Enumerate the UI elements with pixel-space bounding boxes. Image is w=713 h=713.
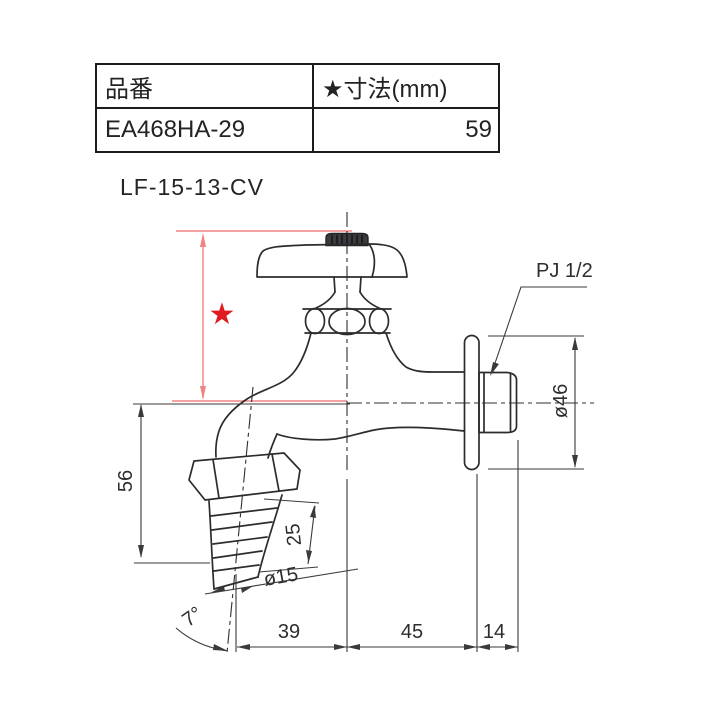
spout-offset-label: 39 [278, 621, 300, 643]
spec-table-header-row: 品番 ★寸法(mm) [95, 63, 500, 109]
handle-spoke-curve [368, 243, 376, 278]
flange-diameter-label: ø46 [550, 384, 572, 418]
spec-table: 品番 ★寸法(mm) EA468HA-29 59 [95, 63, 500, 153]
dimension-bottom-chain: 39 45 14 [235, 440, 519, 652]
barb-length-label: 25 [282, 522, 306, 546]
dimension-barb-length: 25 [258, 498, 320, 573]
outlet-diameter-label: ø15 [262, 563, 300, 591]
model-code-label: LF-15-13-CV [120, 174, 264, 200]
handle-cap-knurling [331, 234, 363, 245]
hose-nut [188, 452, 301, 501]
thread-callout: PJ 1/2 [490, 260, 593, 376]
faucet-outline [188, 232, 518, 590]
spec-table-value-row: EA468HA-29 59 [95, 107, 500, 153]
dimension-value-cell: 59 [312, 107, 500, 153]
dimension-angle: 7° [175, 603, 229, 652]
dimension-flange-diameter: ø46 [488, 335, 584, 470]
nipple-length-label: 14 [483, 621, 505, 643]
dimension-header-cell: ★寸法(mm) [312, 63, 500, 109]
height-dimension-label: 56 [115, 470, 137, 492]
body-length-label: 45 [401, 621, 423, 643]
thread-nipple [478, 371, 518, 434]
part-number-value-cell: EA468HA-29 [95, 107, 314, 153]
star-dimension-symbol: ★ [209, 298, 236, 331]
dimension-outlet-diameter: ø15 [204, 563, 359, 595]
handle-body [256, 243, 408, 278]
thread-label: PJ 1/2 [536, 260, 593, 282]
part-number-header-cell: 品番 [95, 63, 314, 109]
star-dimension-group: ★ [172, 230, 352, 402]
dimension-56: 56 [115, 403, 350, 564]
centerlines [226, 212, 594, 654]
hose-barb [208, 494, 283, 590]
angle-label: 7° [178, 603, 206, 632]
